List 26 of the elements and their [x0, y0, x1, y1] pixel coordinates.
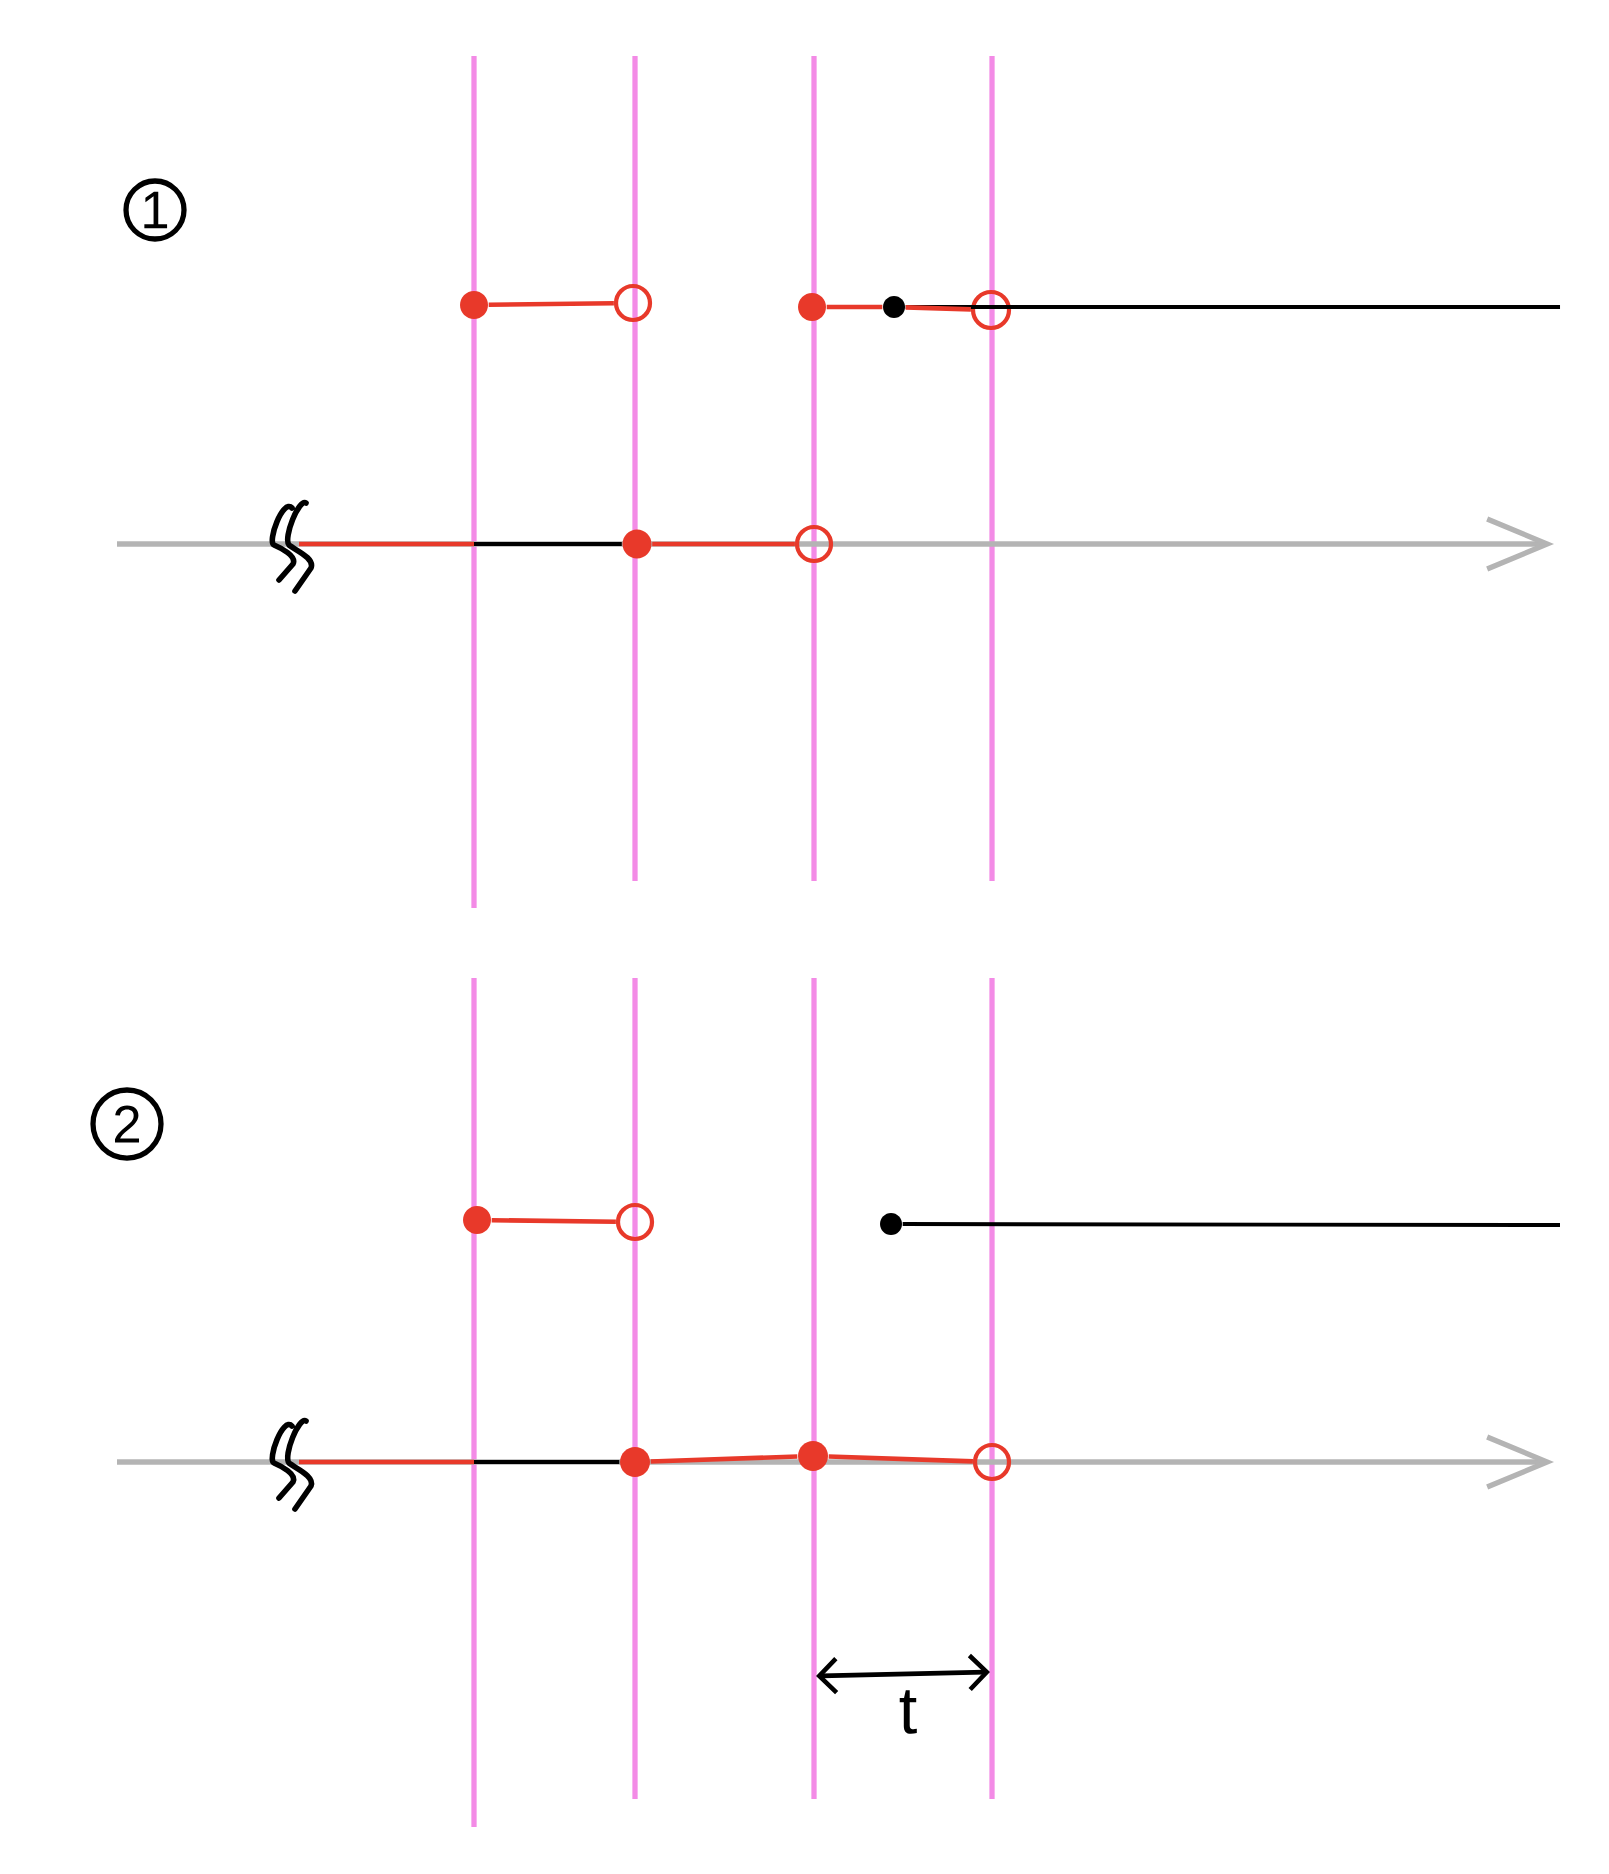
filled-dot	[463, 1206, 491, 1234]
line-segment	[491, 1217, 616, 1225]
line-segment	[902, 1222, 1561, 1227]
filled-dot	[798, 293, 826, 321]
circled-number: 2	[90, 1087, 164, 1161]
dimension-label: t	[899, 1690, 917, 1734]
circled-number: 1	[123, 178, 187, 242]
open-circle	[972, 1442, 1012, 1482]
filled-dot	[883, 296, 905, 318]
filled-dot	[880, 1213, 902, 1235]
open-circle	[615, 1202, 655, 1242]
open-circle	[970, 289, 1012, 331]
line-segment	[650, 1454, 798, 1464]
line-segment	[488, 300, 614, 308]
filled-dot	[620, 1447, 650, 1477]
filled-dot	[460, 291, 488, 319]
line-segment	[474, 542, 622, 546]
open-circle	[794, 524, 834, 564]
line-segment	[828, 1454, 973, 1464]
line-segment	[652, 541, 795, 547]
open-circle	[613, 283, 653, 323]
filled-dot	[798, 1441, 828, 1471]
line-segment	[826, 304, 883, 310]
line-segment	[474, 1460, 620, 1464]
filled-dot	[622, 529, 652, 559]
line-segment	[905, 305, 971, 312]
